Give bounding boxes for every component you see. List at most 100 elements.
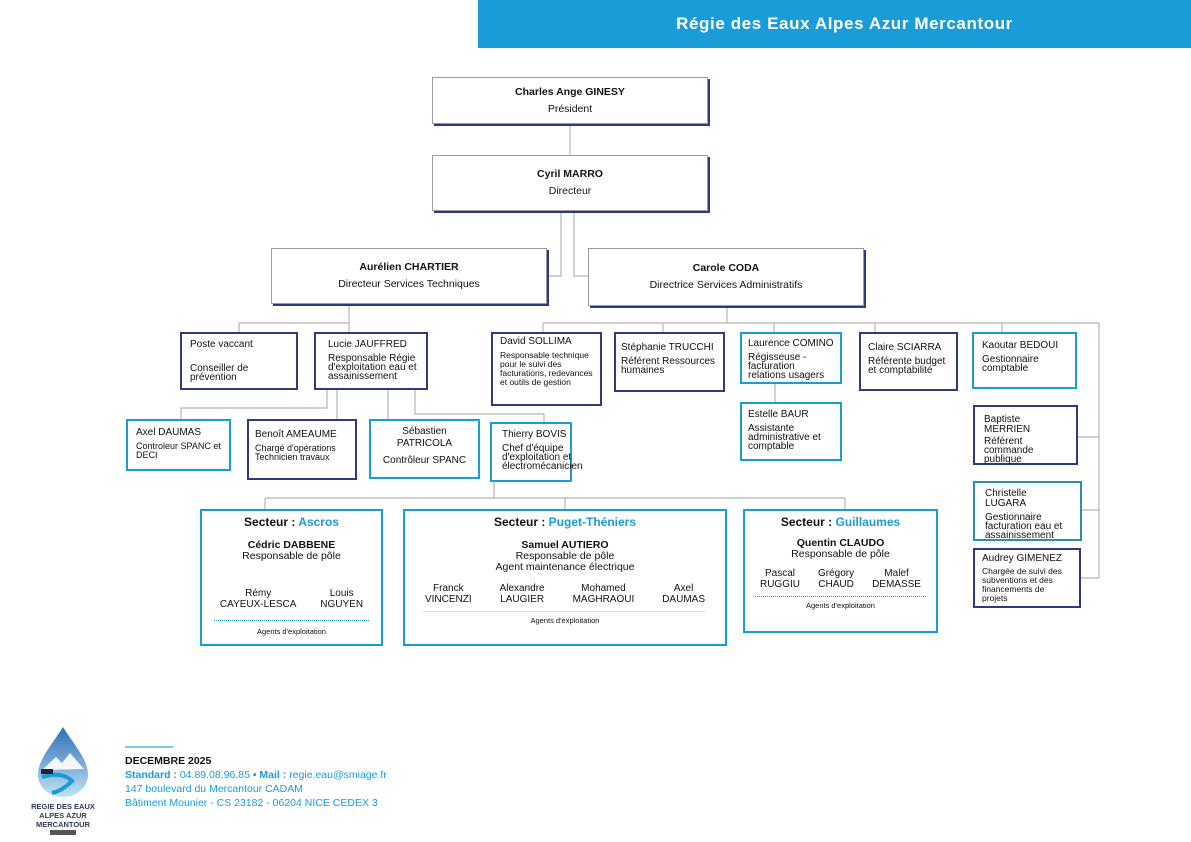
sector-title: Secteur : Puget-Théniers: [411, 515, 719, 529]
person-name: Carole CODA: [692, 262, 760, 274]
sector-label: Secteur :: [244, 515, 299, 529]
agent-last: MAGHRAOUI: [572, 594, 635, 605]
agents-label: Agents d'exploitation: [257, 627, 326, 636]
person-role: Conseiller de prévention: [190, 363, 249, 383]
person-role: Référent Ressources humaines: [621, 356, 715, 376]
sector-lead-role: Responsable de pôle: [242, 550, 341, 562]
person-role: Controleur SPANC et DECI: [136, 441, 221, 460]
address-line: Bâtiment Mounier - CS 23182 - 06204 NICE…: [125, 797, 378, 809]
header-banner: Régie des Eaux Alpes Azur Mercantour: [478, 0, 1191, 48]
trucchi-box: Stéphanie TRUCCHI Référent Ressources hum…: [614, 332, 725, 392]
baur-box: Estelle BAUR Assistante administrative et…: [740, 402, 842, 461]
logo-text: REGIE DES EAUX: [31, 802, 95, 811]
logo: REGIE DES EAUX ALPES AZUR MERCANTOUR: [12, 725, 114, 835]
person-name: Sébastien PATRICOLA: [396, 426, 453, 449]
person-name: Charles Ange GINESY: [515, 85, 625, 98]
person-role: Assistante administrative et comptable: [748, 423, 821, 452]
person-role: Responsable technique pour le suivi des …: [500, 350, 593, 387]
phone: 04.89.08.96.85: [179, 769, 250, 781]
agent-first: Louis: [329, 588, 354, 599]
sector-guillaumes: Secteur : Guillaumes Quentin CLAUDO Resp…: [743, 509, 938, 633]
sector-label: Secteur :: [493, 515, 549, 529]
person-role: Directeur Services Techniques: [338, 278, 480, 290]
agent-first: Malef: [884, 568, 909, 579]
sector-title: Secteur : Ascros: [208, 515, 375, 529]
footer-date: DECEMBRE 2025: [125, 755, 212, 767]
person-role: Référente budget et comptabilité: [868, 356, 946, 376]
person-role: Contrôleur SPANC: [382, 455, 467, 466]
person-role: Chef d'équipe d'exploitation et électrom…: [502, 443, 583, 472]
agents-label: Agents d'exploitation: [530, 616, 600, 625]
gimenez-box: Audrey GIMENEZ Chargée de suivi des subve…: [973, 548, 1081, 608]
person-name: Christelle LUGARA: [985, 488, 1027, 509]
person-name: Estelle BAUR: [748, 409, 809, 420]
agent-last: CHAUD: [818, 579, 854, 590]
agent-first: Grégory: [817, 568, 855, 579]
bovis-box: Thierry BOVIS Chef d'équipe d'exploitatio…: [490, 422, 583, 482]
person-role: Chargée de suivi des subventions et des …: [982, 566, 1062, 603]
sector-lead: Quentin CLAUDO: [796, 537, 885, 549]
daumas-box: Axel DAUMAS Controleur SPANC et DECI: [126, 419, 231, 471]
person-name: Thierry BOVIS: [502, 429, 567, 440]
agent-last: VINCENZI: [424, 594, 472, 605]
president-box: Charles Ange GINESY Président: [432, 77, 708, 124]
person-role: Directrice Services Administratifs: [649, 279, 803, 291]
person-name: Kaoutar BEDOUI: [982, 340, 1059, 351]
person-role: Référent commande publique: [984, 436, 1034, 465]
agent-last: DEMASSE: [872, 579, 921, 590]
agent-first: Alexandre: [499, 583, 545, 594]
agent-first: Franck: [433, 583, 464, 594]
person-role: Gestionnaire comptable: [982, 354, 1039, 374]
sector-ascros: Secteur : Ascros Cédric DABBENE Responsa…: [200, 509, 383, 646]
sector-lead-role: Responsable de pôle: [515, 550, 615, 562]
person-name: Poste vaccant: [190, 339, 253, 350]
contact-line: Standard : 04.89.08.96.85 • Mail : regie…: [125, 768, 387, 782]
agent-last: LAUGIER: [500, 594, 545, 605]
person-name: Axel DAUMAS: [136, 427, 202, 438]
sector-lead: Cédric DABBENE: [247, 539, 336, 551]
sector-lead: Samuel AUTIERO: [521, 539, 609, 551]
person-name: Laurence COMINO: [748, 338, 834, 349]
person-name: Baptiste MERRIEN: [984, 414, 1031, 435]
person-name: Lucie JAUFFRED: [328, 339, 407, 350]
address-line: 147 boulevard du Mercantour CADAM: [125, 783, 304, 795]
agent-last: CAYEUX-LESCA: [219, 599, 297, 610]
divider: [423, 611, 707, 612]
divider: [755, 596, 926, 597]
person-name: Benoît AMEAUME: [255, 429, 337, 440]
email-link[interactable]: regie.eau@smiage.fr: [289, 769, 387, 781]
person-role: Directeur: [548, 185, 592, 197]
sector-name: Ascros: [298, 515, 339, 529]
standard-label: Standard :: [125, 769, 180, 781]
agent-last: RUGGIU: [759, 579, 800, 590]
logo-badge: [50, 830, 76, 835]
agent-last: DAUMAS: [662, 594, 705, 605]
patricola-box: Sébastien PATRICOLA Contrôleur SPANC: [369, 419, 480, 479]
mail-label: • Mail :: [249, 769, 290, 781]
sector-name: Puget-Théniers: [548, 515, 637, 529]
person-name: Stéphanie TRUCCHI: [621, 342, 714, 353]
person-role: Président: [547, 102, 593, 115]
person-name: Audrey GIMENEZ: [982, 553, 1063, 564]
